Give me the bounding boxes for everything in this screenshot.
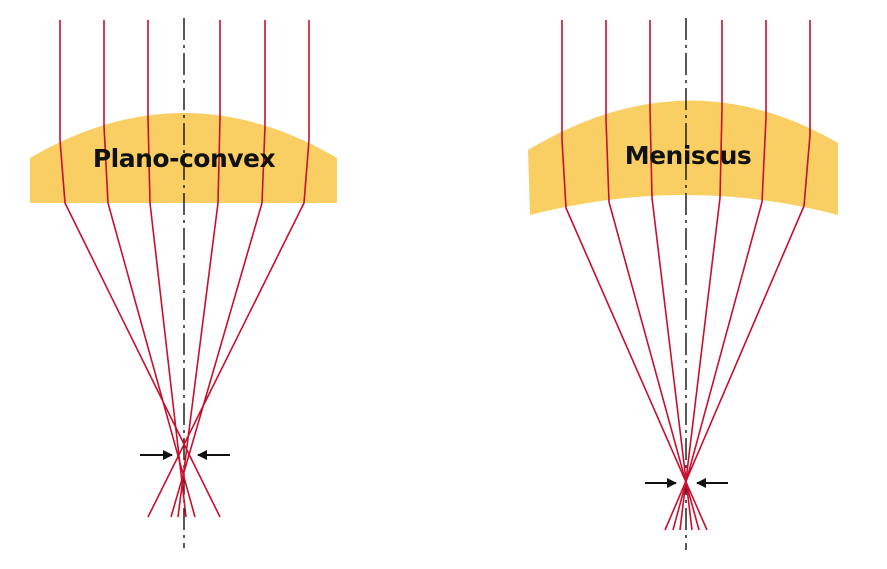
ray	[561, 20, 708, 531]
ray	[679, 20, 723, 531]
ray	[170, 20, 266, 518]
ray	[59, 20, 221, 518]
meniscus-lens	[528, 100, 838, 215]
ray	[664, 20, 811, 531]
plano-convex-label: Plano-convex	[92, 144, 276, 173]
plano-convex-diagram	[30, 18, 337, 548]
ray	[147, 20, 187, 518]
ray	[649, 20, 693, 531]
meniscus-diagram	[528, 18, 838, 550]
ray	[672, 20, 767, 531]
ray	[147, 20, 310, 518]
ray	[177, 20, 221, 518]
meniscus-label: Meniscus	[624, 141, 752, 170]
light-rays	[59, 20, 310, 518]
ray	[103, 20, 196, 518]
light-rays	[561, 20, 811, 531]
ray	[605, 20, 700, 531]
